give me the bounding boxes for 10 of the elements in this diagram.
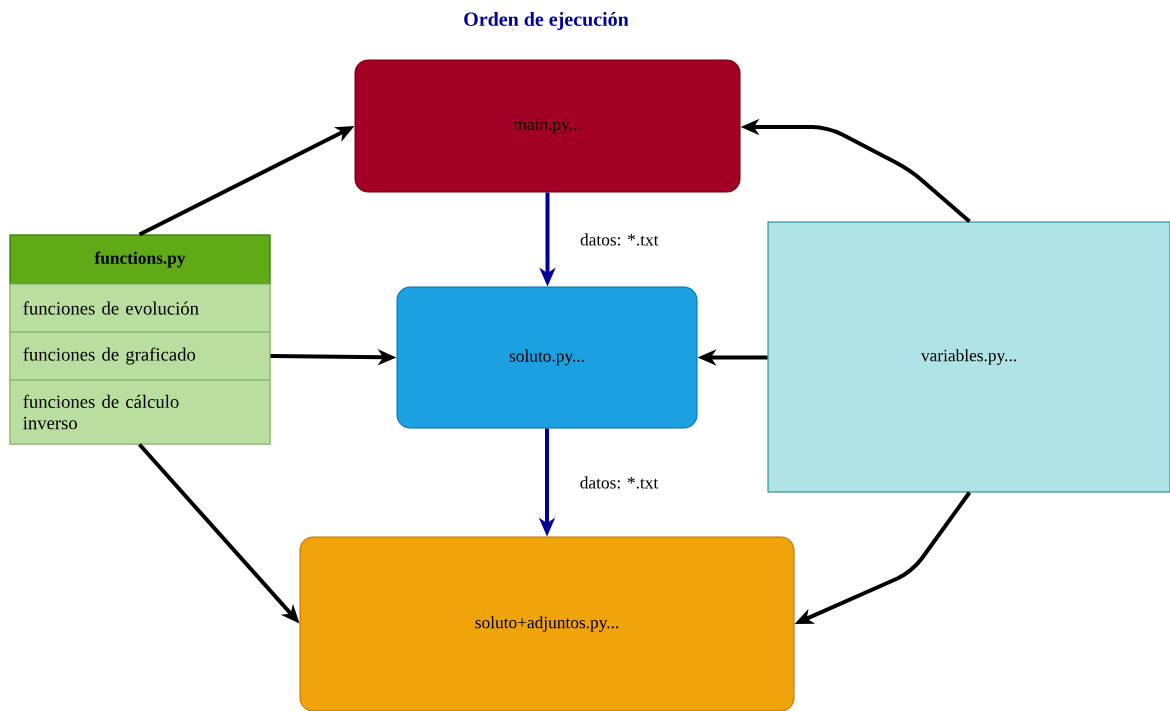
edge-label: datos: *.txt [578,475,660,490]
title: Orden de ejecución [464,11,629,31]
process-box: soluto+adjuntos.py... [299,536,795,711]
process-box: variables.py... [767,221,1170,493]
process-box: main.py... [354,59,741,193]
edge-label: datos: *.txt [578,232,660,247]
table-row: funciones de graficado [9,331,271,381]
process-box: soluto.py... [396,286,698,429]
table-row: funciones de cálculo inverso [9,379,271,445]
table-row: funciones de evolución [9,283,271,333]
